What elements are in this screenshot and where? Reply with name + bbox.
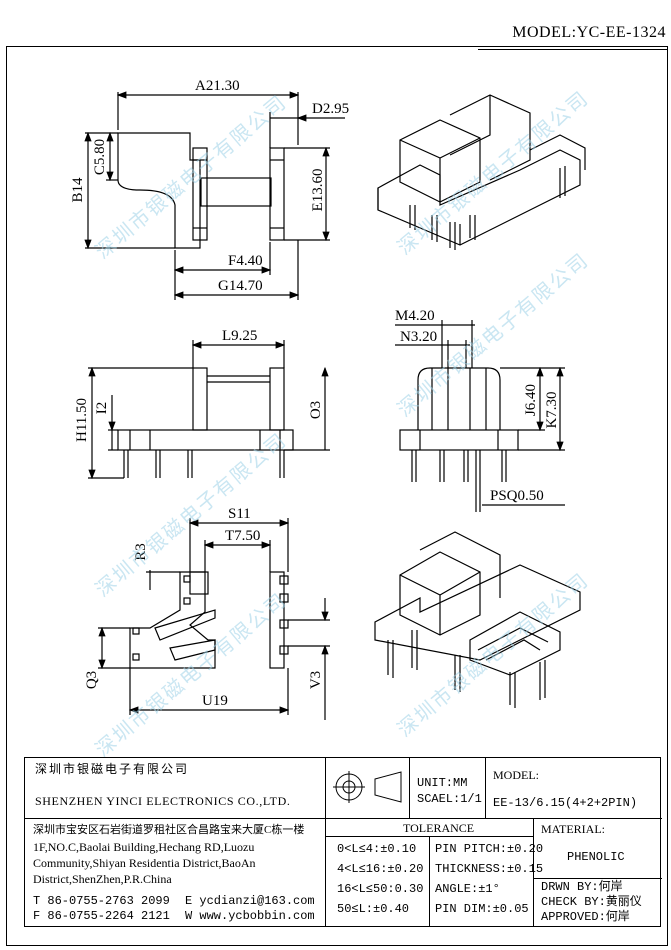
tolerance-row-2: 4<L≤16:±0.20 bbox=[337, 862, 424, 876]
end-view bbox=[395, 320, 565, 512]
dim-e: E13.60 bbox=[310, 169, 326, 212]
dim-v: V3 bbox=[308, 671, 324, 689]
pin-dim: PIN DIM:±0.05 bbox=[435, 902, 529, 916]
fax: F 86-0755-2264 2121 bbox=[33, 909, 170, 923]
dim-d: D2.95 bbox=[312, 101, 349, 117]
dim-t: T7.50 bbox=[225, 528, 260, 544]
isometric-view-2 bbox=[374, 531, 581, 708]
approved-by: APPROVED:何岸 bbox=[541, 910, 630, 924]
address-en-2: Community,Shiyan Residentia District,Bao… bbox=[33, 856, 256, 870]
dim-o: O3 bbox=[308, 401, 324, 419]
dim-i: I2 bbox=[94, 402, 110, 415]
tolerance-row-4: 50≤L:±0.40 bbox=[337, 902, 410, 916]
dim-c: C5.80 bbox=[92, 139, 108, 175]
bottom-view bbox=[98, 518, 330, 720]
dim-b: B14 bbox=[70, 177, 86, 203]
scale-label: SCAEL:1/1 bbox=[417, 792, 482, 806]
dim-h: H11.50 bbox=[74, 398, 90, 442]
dim-g: G14.70 bbox=[218, 278, 263, 294]
email: E ycdianzi@163.com bbox=[185, 894, 315, 908]
angle: ANGLE:±1° bbox=[435, 882, 500, 896]
dim-p: PSQ0.50 bbox=[490, 488, 544, 504]
website: W www.ycbobbin.com bbox=[185, 909, 315, 923]
check-by: CHECK BY:黄丽仪 bbox=[541, 895, 642, 909]
front-view bbox=[88, 340, 330, 480]
company-name-en: SHENZHEN YINCI ELECTRONICS CO.,LTD. bbox=[35, 794, 291, 808]
side-view bbox=[84, 91, 345, 300]
telephone: T 86-0755-2763 2099 bbox=[33, 894, 170, 908]
model-label: MODEL: bbox=[493, 768, 539, 782]
thickness: THICKNESS:±0.15 bbox=[435, 862, 544, 876]
projection-symbol-icon bbox=[333, 771, 402, 803]
company-name-cn: 深圳市银磁电子有限公司 bbox=[35, 762, 190, 776]
drawing-frame bbox=[6, 46, 668, 946]
address-cn: 深圳市宝安区石岩街道罗租社区合昌路宝来大厦C栋一楼 bbox=[33, 824, 305, 836]
dim-q: Q3 bbox=[84, 671, 100, 689]
dim-a: A21.30 bbox=[195, 78, 240, 94]
title-block: 深圳市银磁电子有限公司 SHENZHEN YINCI ELECTRONICS C… bbox=[24, 757, 662, 927]
dim-m: M4.20 bbox=[395, 308, 435, 324]
model-value: EE-13/6.15(4+2+2PIN) bbox=[493, 796, 638, 810]
dim-u: U19 bbox=[202, 693, 228, 709]
dim-f: F4.40 bbox=[228, 253, 263, 269]
dim-k: K7.30 bbox=[544, 391, 560, 428]
address-en-3: District,ShenZhen,P.R.China bbox=[33, 872, 172, 886]
pin-pitch: PIN PITCH:±0.20 bbox=[435, 842, 544, 856]
unit-label: UNIT:MM bbox=[417, 776, 468, 790]
isometric-view-1 bbox=[377, 94, 586, 250]
tolerance-title: TOLERANCE bbox=[403, 821, 475, 835]
material-label: MATERIAL: bbox=[541, 822, 605, 836]
drawn-by: DRWN BY:何岸 bbox=[541, 880, 623, 894]
tolerance-row-1: 0<L≤4:±0.10 bbox=[337, 842, 417, 856]
dim-n: N3.20 bbox=[400, 329, 437, 345]
dim-s: S11 bbox=[228, 506, 251, 522]
technical-drawing: A21.30 D2.95 E13.60 B14 C5.80 F4.40 G14.… bbox=[70, 78, 586, 720]
address-en-1: 1F,NO.C,Baolai Building,Hechang RD,Luozu bbox=[33, 840, 255, 854]
header-underline bbox=[478, 49, 668, 50]
dim-l: L9.25 bbox=[222, 328, 257, 344]
dim-j: J6.40 bbox=[523, 384, 539, 416]
model-number-header: MODEL:YC-EE-1324 bbox=[512, 24, 666, 41]
material-value: PHENOLIC bbox=[567, 850, 625, 864]
dim-r: R3 bbox=[133, 543, 149, 561]
tolerance-row-3: 16<L≤50:0.30 bbox=[337, 882, 424, 896]
